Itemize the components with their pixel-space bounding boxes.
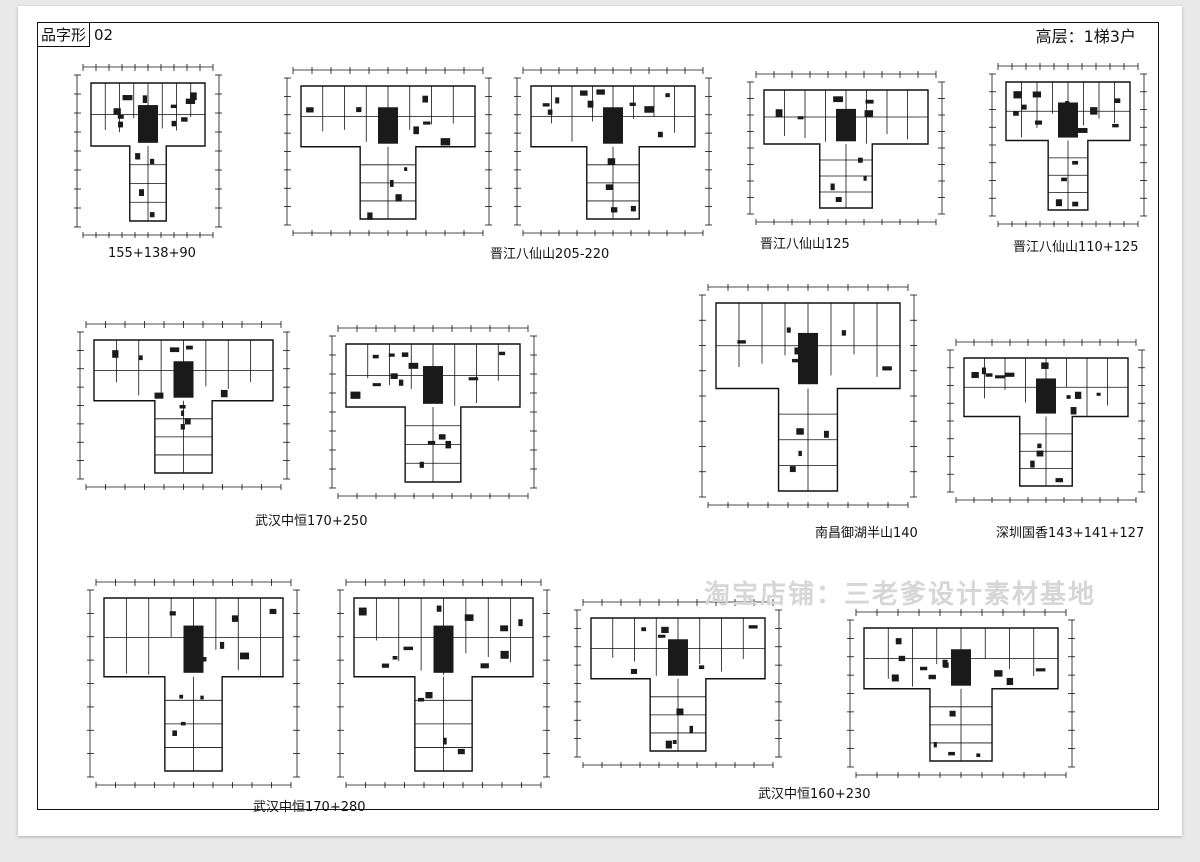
sheet-title-label: 品字形 — [38, 23, 91, 47]
plan-caption: 深圳国香143+141+127 — [996, 526, 1145, 541]
floor-plan-11 — [337, 579, 550, 788]
floor-plan-9 — [947, 339, 1145, 503]
plan-caption: 155+138+90 — [108, 246, 196, 261]
title-block: 品字形 02 — [38, 23, 117, 47]
floor-plan-7 — [329, 325, 537, 499]
drawing-sheet: 品字形 02 高层：1梯3户 155+138+90 晋江八仙山205-220 晋… — [18, 6, 1182, 836]
floor-plan-4 — [747, 71, 945, 225]
plan-caption: 武汉中恒160+230 — [758, 787, 871, 802]
floor-plan-12 — [574, 599, 782, 768]
floor-plan-2 — [284, 67, 492, 236]
plan-caption: 南昌御湖半山140 — [815, 526, 918, 541]
drawing-frame: 品字形 02 高层：1梯3户 — [37, 22, 1159, 810]
floor-plan-3 — [514, 67, 712, 236]
shop-watermark: 淘宝店铺：三老爹设计素材基地 — [704, 580, 1097, 610]
plan-caption: 晋江八仙山125 — [760, 237, 850, 252]
floor-plan-6 — [77, 321, 290, 490]
plan-caption: 晋江八仙山110+125 — [1013, 240, 1139, 255]
floor-plan-13 — [847, 609, 1075, 778]
sheet-title-code: 02 — [94, 26, 114, 44]
plan-caption: 晋江八仙山205-220 — [490, 247, 610, 262]
floor-plan-8 — [699, 284, 917, 508]
plan-caption: 武汉中恒170+250 — [255, 514, 368, 529]
floor-plan-5 — [989, 63, 1147, 227]
sheet-spec: 高层：1梯3户 — [1035, 27, 1136, 46]
floor-plan-10 — [87, 579, 300, 788]
floor-plan-1 — [74, 64, 222, 238]
plan-caption: 武汉中恒170+280 — [253, 800, 366, 815]
